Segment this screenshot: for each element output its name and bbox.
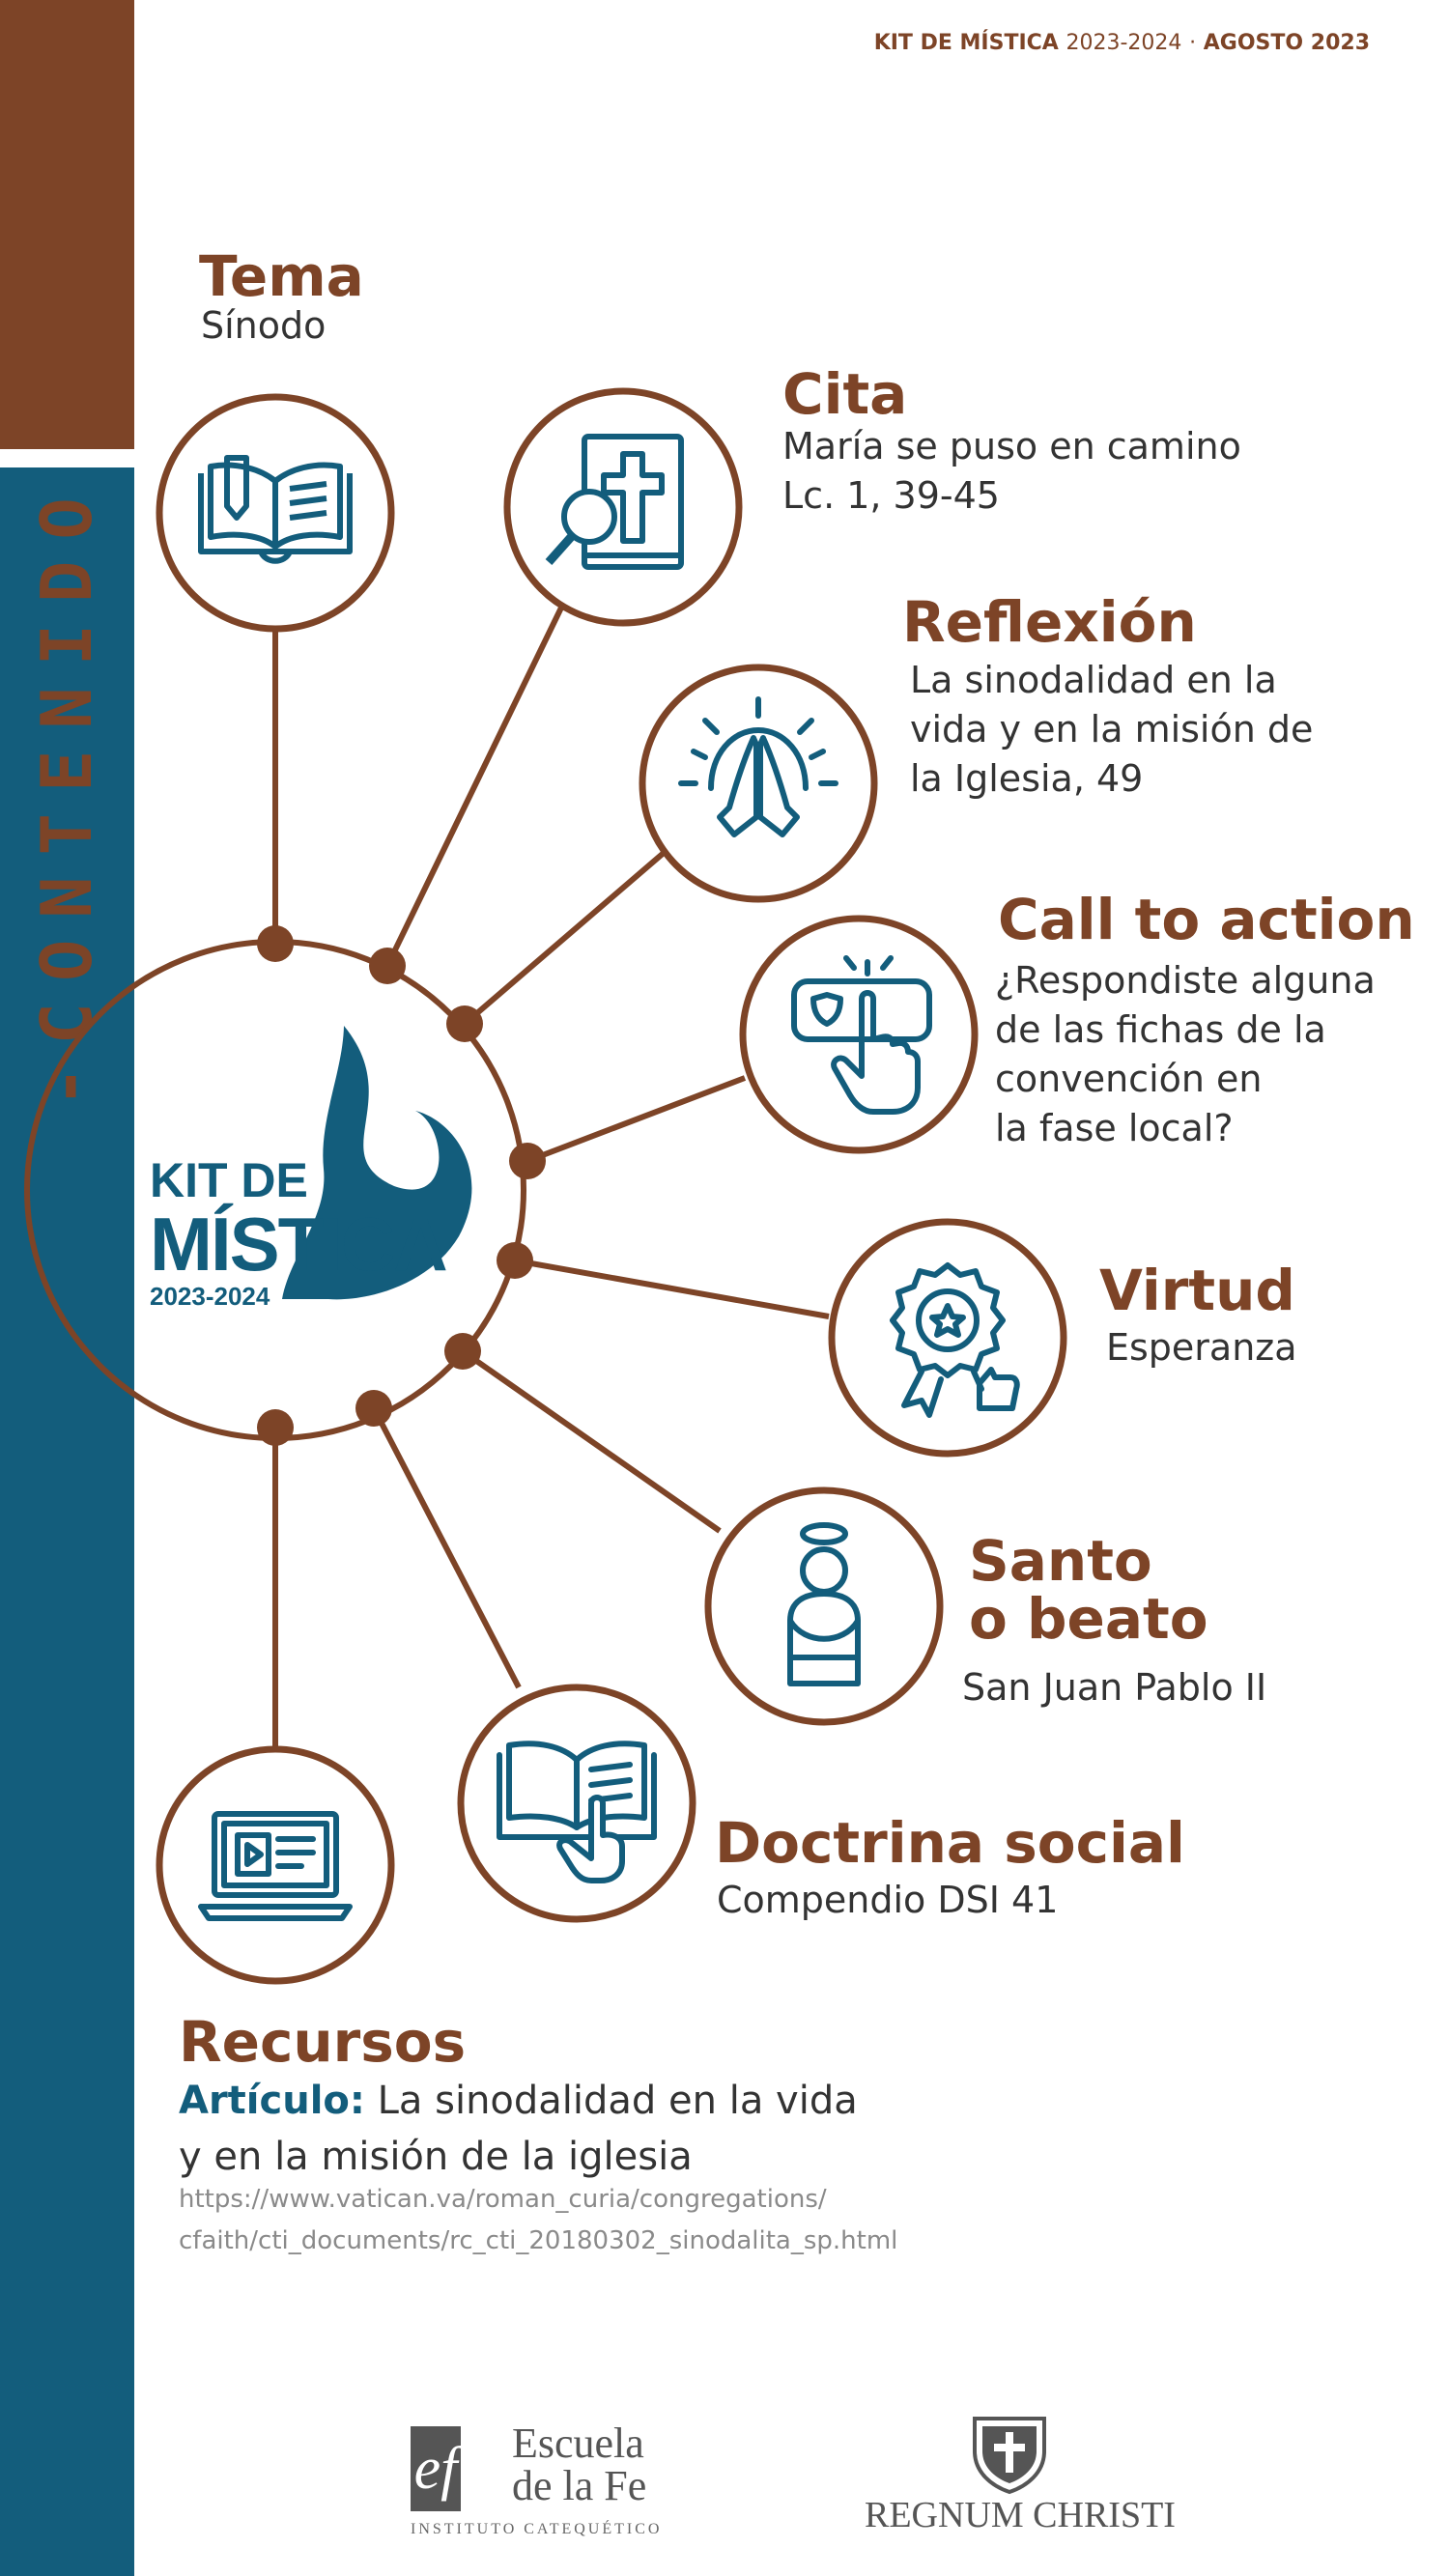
center-logo-line3: 2023-2024 (150, 1282, 270, 1311)
award-badge-icon (828, 1218, 1067, 1458)
reflexion-title: Reflexión (902, 589, 1197, 655)
reflexion-text: La sinodalidad en la vida y en la misión… (910, 659, 1314, 800)
tema-text: Sínodo (201, 304, 327, 347)
escuela-fe-subtitle: INSTITUTO CATEQUÉTICO (411, 2521, 663, 2537)
cita-title: Cita (782, 361, 908, 427)
connector-dot (509, 1143, 546, 1179)
connector-dot (355, 1390, 392, 1427)
header-separator: · (1189, 31, 1197, 55)
hand-click-icon (739, 915, 979, 1154)
doctrina-social-text: Compendio DSI 41 (717, 1879, 1059, 1921)
saint-halo-icon (704, 1486, 944, 1726)
recursos-title: Recursos (179, 2009, 467, 2075)
praying-hands-icon (639, 664, 878, 903)
resource-url-link[interactable]: https://www.vatican.va/roman_curia/congr… (179, 2185, 898, 2255)
connector-dot (369, 948, 406, 984)
header-date: AGOSTO 2023 (1203, 31, 1370, 55)
virtud-text: Esperanza (1106, 1326, 1297, 1369)
open-book-pen-icon (156, 393, 395, 633)
center-logo: KIT DE MÍSTICA 2023-2024 (150, 1153, 448, 1311)
tema-title: Tema (199, 243, 364, 309)
escuela-fe-name: Escuela de la Fe (512, 2420, 647, 2509)
header-brand: KIT DE MÍSTICA (873, 31, 1059, 55)
connector-dot (257, 1409, 294, 1446)
book-hand-icon (457, 1684, 696, 1923)
connector-santo (461, 1348, 722, 1534)
resource-article: Artículo: La sinodalidad en la vida y en… (179, 2073, 1048, 2185)
blue-sidebar-block (0, 467, 134, 2576)
cita-text: María se puso en camino Lc. 1, 39-45 (782, 425, 1241, 517)
center-logo-line1: KIT DE (150, 1153, 308, 1207)
virtud-title: Virtud (1099, 1258, 1295, 1323)
santo-title: Santo o beato (969, 1528, 1208, 1652)
connector-doctrina (371, 1406, 522, 1689)
header-years: 2023-2024 (1065, 31, 1182, 55)
connector-dot (497, 1242, 533, 1279)
laptop-video-icon (156, 1745, 395, 1985)
connector-dot (444, 1333, 481, 1370)
connector-dot (257, 925, 294, 962)
page-header: KIT DE MÍSTICA 2023-2024 · AGOSTO 2023 (874, 31, 1370, 55)
call-to-action-text: ¿Respondiste alguna de las fichas de la … (995, 959, 1376, 1149)
article-label: Artículo: (179, 2079, 365, 2123)
regnum-christi-shield-icon (973, 2417, 1046, 2495)
connector-call (526, 1075, 747, 1164)
flame-icon (282, 1026, 472, 1300)
regnum-christi-name: REGNUM CHRISTI (865, 2495, 1176, 2535)
article-text: La sinodalidad en la vida y en la misión… (179, 2079, 858, 2179)
center-logo-line2: MÍSTICA (150, 1202, 448, 1287)
escuela-fe-logo-mark: ef (411, 2426, 461, 2511)
connector-cita (384, 602, 566, 968)
connector-dot (446, 1005, 483, 1042)
santo-text: San Juan Pablo II (962, 1666, 1267, 1709)
connector-reflexion (463, 850, 666, 1027)
connector-virtud (514, 1258, 830, 1319)
brown-sidebar-block (0, 0, 134, 449)
doctrina-social-title: Doctrina social (715, 1810, 1185, 1876)
call-to-action-title: Call to action (998, 887, 1415, 952)
bible-magnifier-icon (503, 387, 743, 627)
